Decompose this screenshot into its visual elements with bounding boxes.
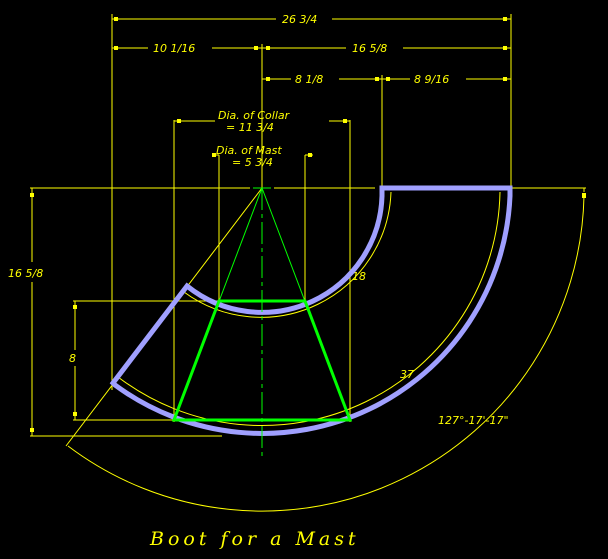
dimension-cone-height: 8 bbox=[69, 300, 219, 421]
inner-radius-label: 18 bbox=[352, 270, 366, 283]
outer-radius-arc bbox=[117, 191, 501, 427]
mast-label-line1: Dia. of Mast bbox=[216, 144, 282, 157]
dimension-left-width: 10 1/16 bbox=[112, 42, 263, 188]
dimension-collar-diameter: Dia. of Collar = 11 3/4 bbox=[173, 109, 351, 422]
inner-radius-arc bbox=[183, 191, 392, 318]
inner-offset-label: 8 1/8 bbox=[295, 73, 323, 86]
collar-label-line2: = 11 3/4 bbox=[226, 121, 274, 134]
drawing-title: Boot for a Mast bbox=[149, 528, 360, 550]
sweep-angle-arc bbox=[67, 195, 585, 512]
right-width-label: 16 5/8 bbox=[352, 42, 387, 55]
dimension-right-width: 16 5/8 bbox=[262, 42, 511, 55]
boot-outline bbox=[109, 185, 513, 436]
cone-height-label: 8 bbox=[69, 352, 76, 365]
dimension-outer-offset: 8 9/16 bbox=[382, 73, 511, 86]
collar-label-line1: Dia. of Collar bbox=[218, 109, 291, 122]
overall-height-label: 16 5/8 bbox=[8, 267, 43, 280]
dimension-inner-offset: 8 1/8 bbox=[262, 73, 383, 188]
mast-label-line2: = 5 3/4 bbox=[232, 156, 273, 169]
dimension-mast-diameter: Dia. of Mast = 5 3/4 bbox=[212, 144, 313, 301]
outer-radius-label: 37 bbox=[400, 368, 414, 381]
dimension-overall-height: 16 5/8 bbox=[8, 188, 222, 437]
sweep-angle-label: 127°-17'-17" bbox=[438, 414, 509, 427]
dimension-overall-width: 26 3/4 bbox=[111, 13, 512, 390]
outer-offset-label: 8 9/16 bbox=[414, 73, 449, 86]
left-width-label: 10 1/16 bbox=[153, 42, 195, 55]
overall-width-label: 26 3/4 bbox=[282, 13, 317, 26]
cone-frustum bbox=[171, 299, 353, 422]
